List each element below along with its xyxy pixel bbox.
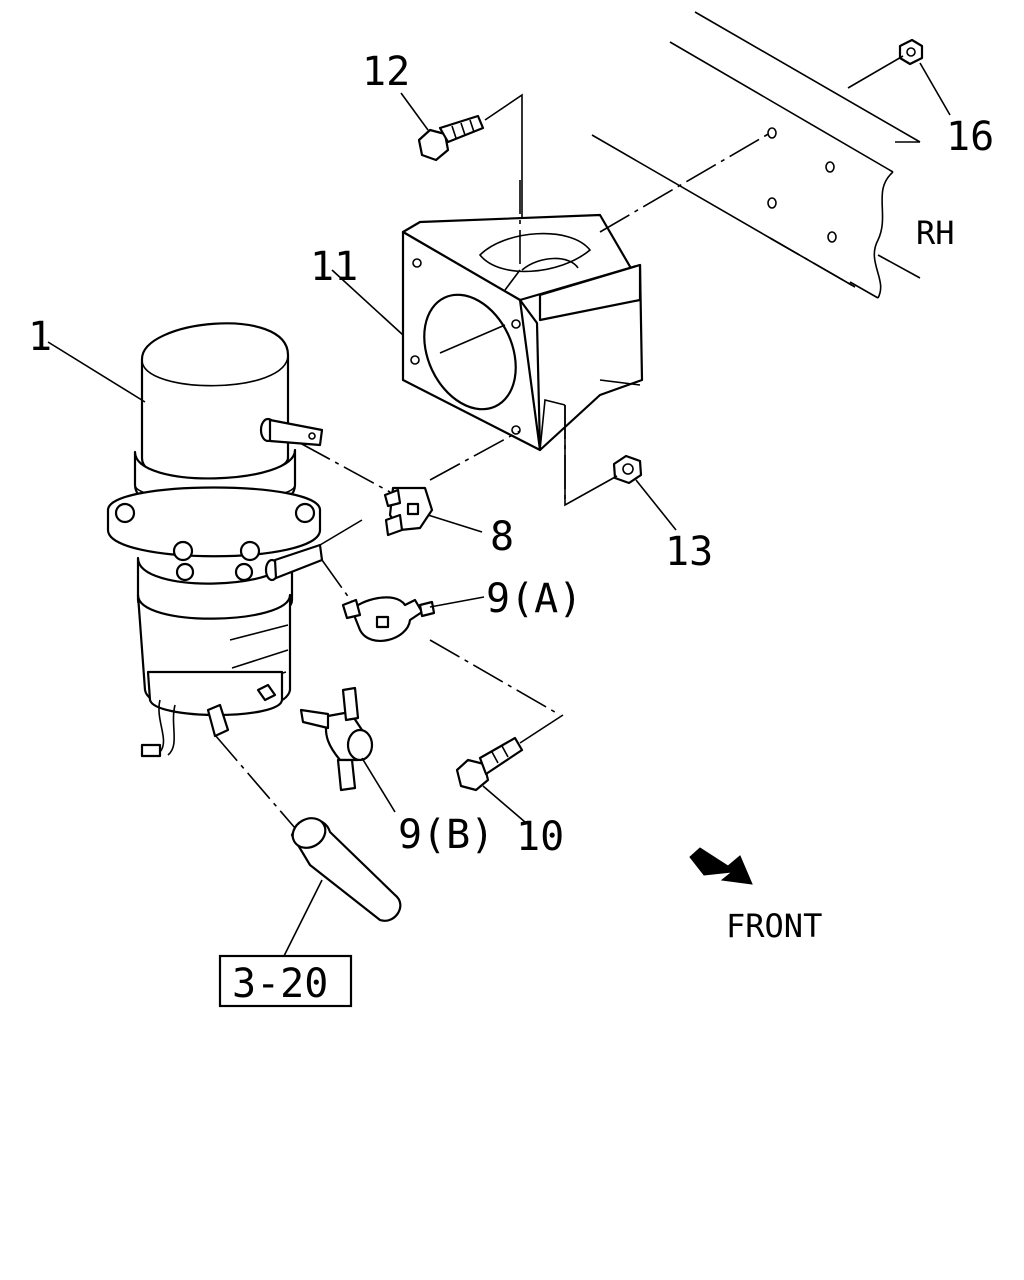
frame-rail: [591, 11, 921, 299]
bolt-10: [455, 714, 564, 792]
side-label-rh: RH: [916, 214, 955, 252]
bracket-11: [401, 213, 644, 452]
nut-16: [847, 38, 924, 89]
callout-9a: 9(A): [486, 576, 582, 622]
callout-10: 10: [516, 814, 564, 860]
nut-13: [564, 405, 643, 507]
fitting-8: [383, 486, 434, 537]
reference-box-label[interactable]: 3-20: [232, 961, 328, 1007]
callout-1: 1: [28, 314, 52, 360]
callout-9b: 9(B): [398, 812, 494, 858]
direction-label: FRONT: [726, 907, 822, 945]
hose: [290, 817, 402, 922]
filter-assembly-1: [106, 322, 324, 758]
bolt-12: [417, 93, 523, 270]
front-arrow: [689, 847, 753, 885]
callout-12: 12: [362, 49, 410, 95]
callout-11: 11: [310, 244, 358, 290]
leader-lines: [47, 62, 951, 959]
elbow-9a: [341, 596, 436, 642]
reference-box-frame: [218, 954, 353, 1008]
tee-9b: [299, 686, 374, 792]
callout-16: 16: [946, 114, 994, 160]
callout-13: 13: [665, 529, 713, 575]
callout-8: 8: [490, 514, 514, 560]
